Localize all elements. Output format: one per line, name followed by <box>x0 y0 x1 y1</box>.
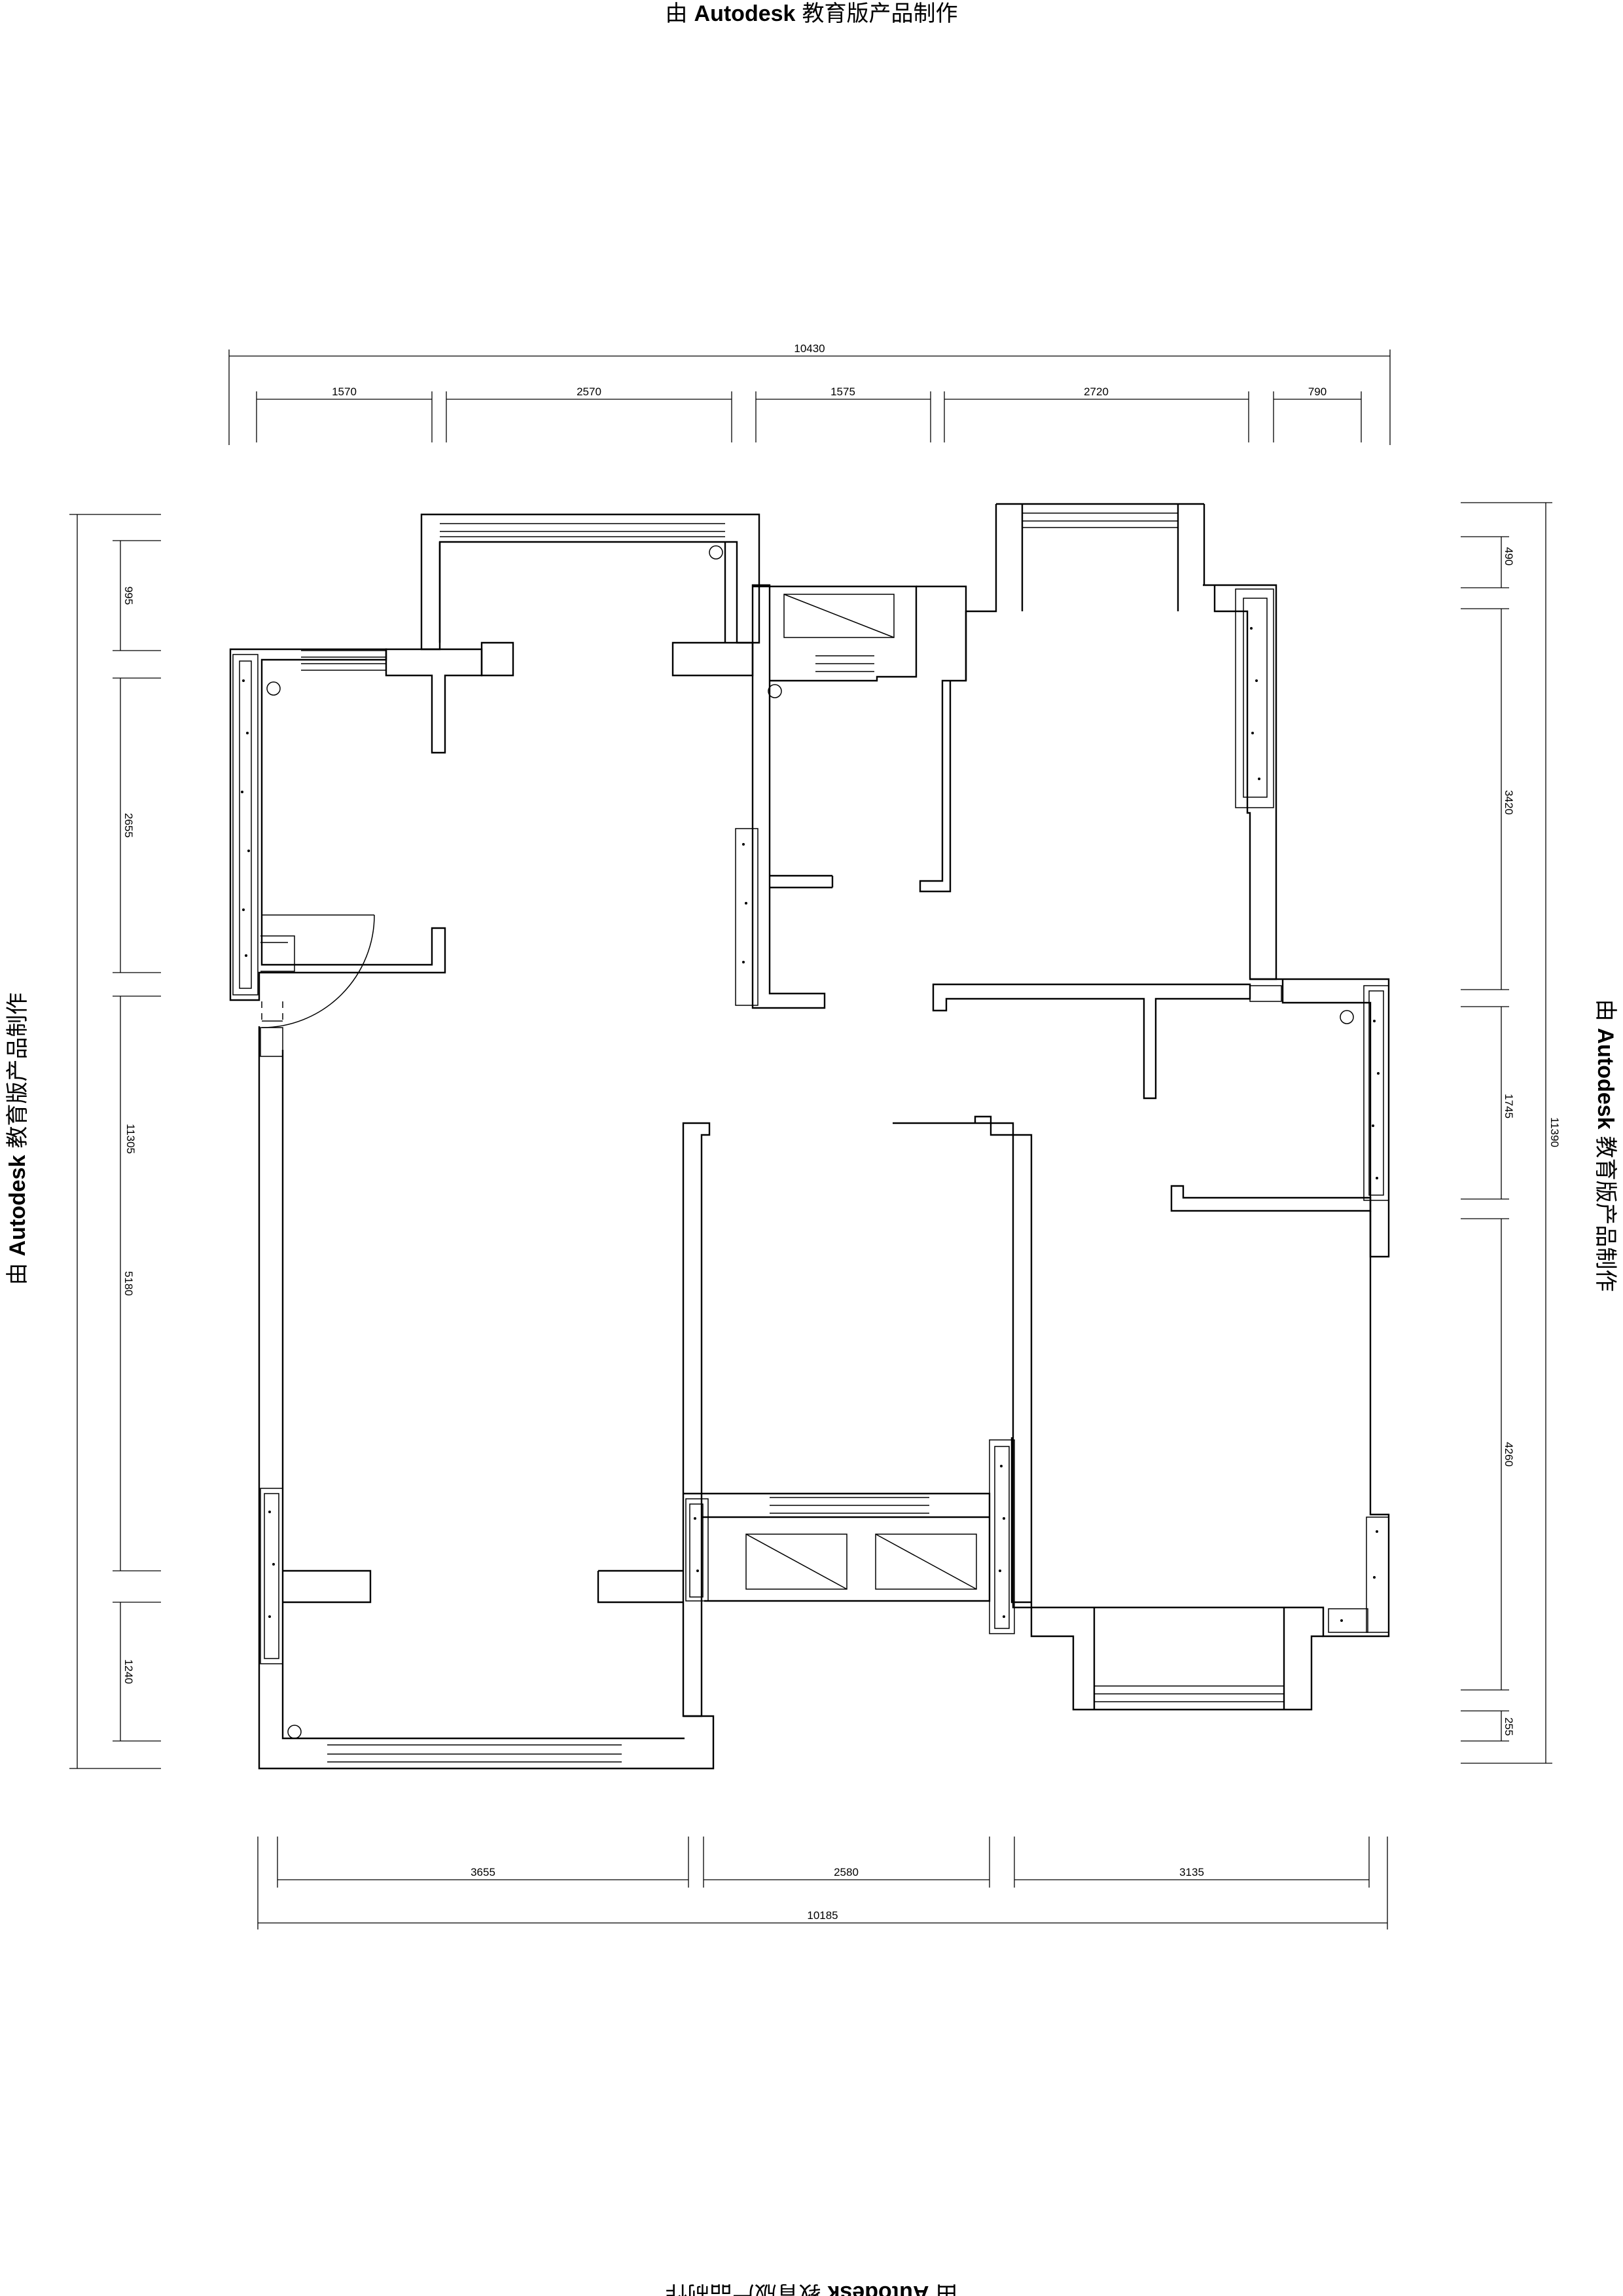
left-dimension-chain: 11305 995 2655 5180 1240 <box>69 514 161 1769</box>
bottom-segment-1: 3655 <box>471 1866 495 1878</box>
right-dimension-chain: 11390 490 3420 1745 4260 255 <box>1461 502 1561 1764</box>
right-segment-2: 3420 <box>1503 790 1515 815</box>
window-top-center <box>440 523 725 537</box>
right-segment-1: 490 <box>1503 547 1515 565</box>
top-segment-1: 1570 <box>332 386 357 398</box>
left-total-dimension: 11305 <box>124 1124 137 1154</box>
left-segment-1: 995 <box>122 586 135 605</box>
right-total-dimension: 11390 <box>1548 1117 1561 1147</box>
bottom-dimension-chain: 3655 2580 3135 10185 <box>257 1837 1388 1929</box>
top-segment-3: 1575 <box>830 386 855 398</box>
left-segment-2: 2655 <box>122 813 135 838</box>
bottom-total-dimension: 10185 <box>807 1909 838 1922</box>
top-total-dimension: 10430 <box>794 342 825 355</box>
window-bathroom <box>770 1497 929 1514</box>
window-bottom-right <box>1094 1685 1284 1702</box>
right-segment-4: 4260 <box>1503 1442 1515 1467</box>
window-top-right <box>1022 512 1178 528</box>
watermark-left: 由Autodesk教育版产品制作 <box>5 993 30 1285</box>
insulation-hatch <box>241 627 1380 1622</box>
bottom-segment-3: 3135 <box>1179 1866 1204 1878</box>
left-segment-3: 5180 <box>122 1271 135 1296</box>
left-segment-4: 1240 <box>122 1659 135 1684</box>
top-dimension-chain: 10430 1570 2570 1575 2720 790 <box>228 342 1391 445</box>
window-kitchen <box>815 655 874 672</box>
right-segment-5: 255 <box>1503 1717 1515 1736</box>
watermark-bottom: 由Autodesk教育版产品制作 <box>666 2281 958 2296</box>
watermark-right: 由Autodesk教育版产品制作 <box>1593 999 1618 1292</box>
window-living-room <box>327 1744 622 1763</box>
top-segment-4: 2720 <box>1084 386 1109 398</box>
top-segment-5: 790 <box>1308 386 1327 398</box>
top-segment-2: 2570 <box>577 386 601 398</box>
right-segment-3: 1745 <box>1503 1094 1515 1119</box>
window-left-room-top <box>301 650 386 671</box>
floor-plan-walls <box>229 503 1390 1770</box>
entry-door-swing <box>261 914 375 1028</box>
pipe-markers <box>266 545 1354 1739</box>
bottom-segment-2: 2580 <box>834 1866 859 1878</box>
